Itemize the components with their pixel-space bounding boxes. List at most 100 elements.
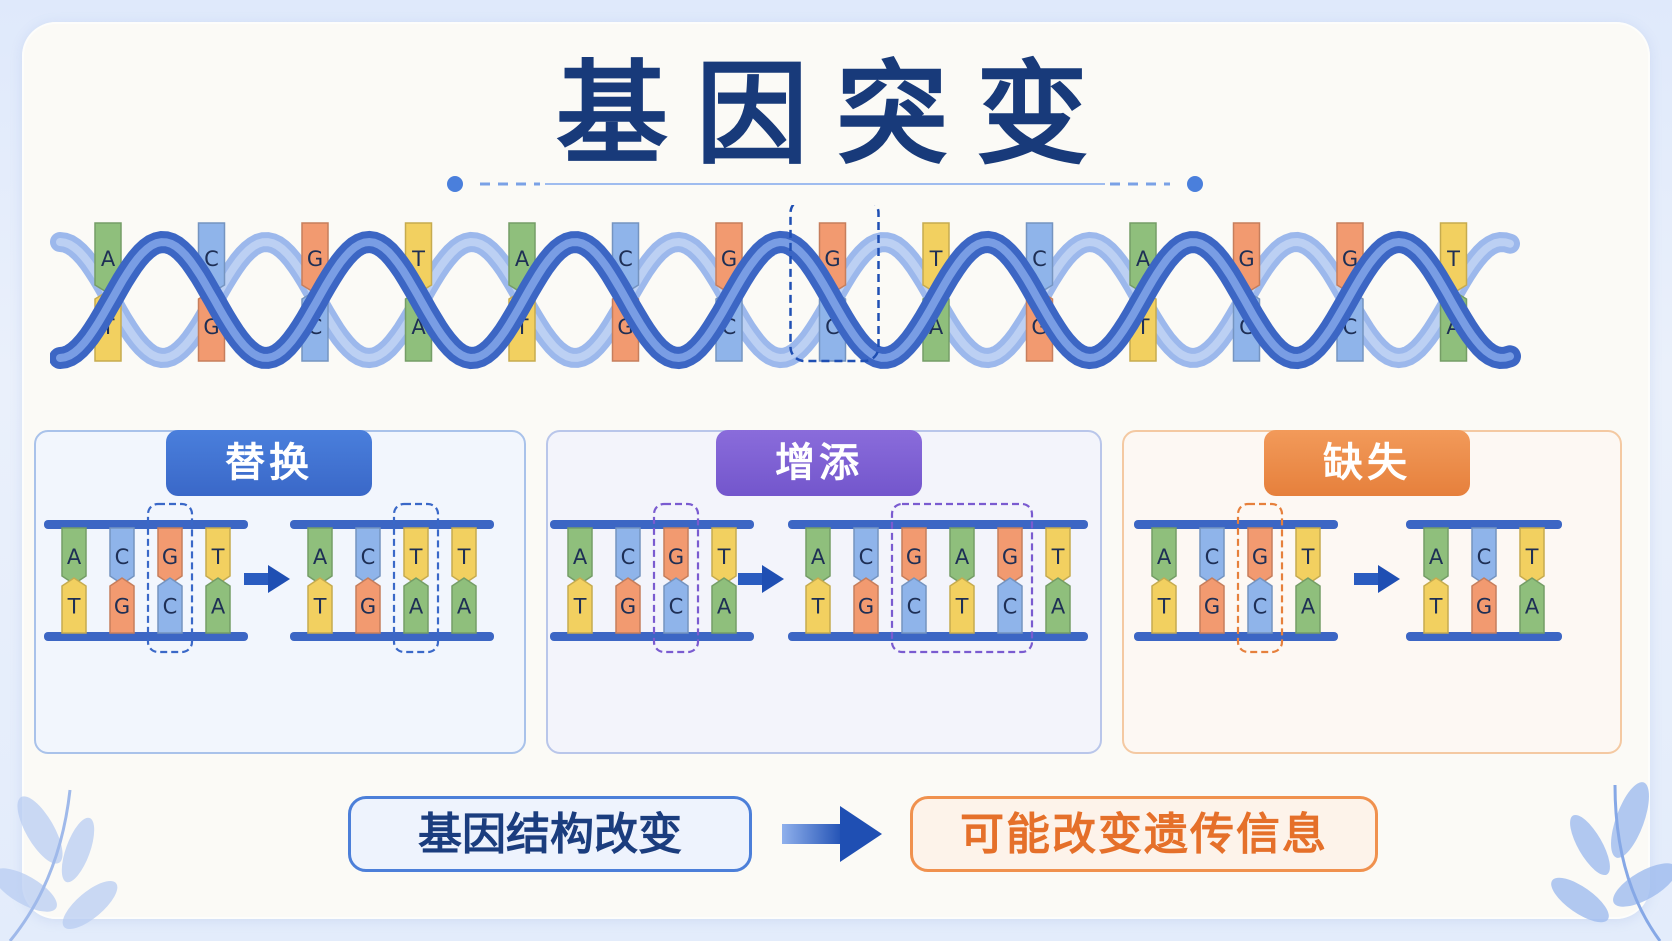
- base-bottom-letter: A: [409, 595, 424, 619]
- base-bottom-letter: T: [1429, 595, 1443, 619]
- backbone-top: [550, 520, 754, 529]
- base-bottom-block: [853, 577, 879, 634]
- base-bottom-block: [1045, 577, 1071, 634]
- cause-box: 基因结构改变: [348, 796, 752, 872]
- base-bottom-letter: A: [457, 595, 472, 619]
- base-top-letter: C: [621, 545, 636, 569]
- base-pair: GC: [663, 527, 689, 634]
- base-top-block: [901, 527, 927, 585]
- base-bottom-block: [1519, 577, 1545, 634]
- base-top-block: [1519, 527, 1545, 585]
- leaf-decoration-left: [0, 789, 118, 941]
- base-top-letter: A: [1429, 545, 1444, 569]
- backbone-bottom: [788, 632, 1088, 641]
- base-pair: TA: [1045, 527, 1071, 634]
- backbone-bottom: [550, 632, 754, 641]
- panel-label: 增添: [716, 430, 922, 496]
- base-bottom-block: [157, 577, 183, 634]
- base-top-letter: T: [1051, 545, 1065, 569]
- backbone-bottom: [290, 632, 494, 641]
- base-top-letter: A: [1157, 545, 1172, 569]
- arrow-right-icon: [738, 565, 784, 593]
- arrow-right-icon: [244, 565, 290, 593]
- base-pair: TA: [711, 527, 737, 634]
- base-bottom-letter: T: [1157, 595, 1171, 619]
- base-bottom-block: [307, 577, 333, 634]
- leaf-decoration-right: [1551, 782, 1672, 941]
- base-bottom-letter: C: [1253, 595, 1268, 619]
- base-pair: GC: [901, 527, 927, 634]
- base-bottom-block: [61, 577, 87, 634]
- base-bottom-block: [1295, 577, 1321, 634]
- base-pair: CG: [1471, 527, 1497, 634]
- helix-base-top-letter: G: [824, 247, 840, 271]
- base-top-letter: C: [1477, 545, 1492, 569]
- base-top-block: [949, 527, 975, 585]
- base-top-block: [451, 527, 477, 585]
- panel-label: 缺失: [1264, 430, 1470, 496]
- base-bottom-letter: T: [573, 595, 587, 619]
- base-pair: CG: [109, 527, 135, 634]
- base-top-block: [109, 527, 135, 585]
- base-top-block: [711, 527, 737, 585]
- base-bottom-letter: G: [114, 595, 130, 619]
- mutation-highlight-box: [789, 205, 880, 363]
- base-top-letter: A: [67, 545, 82, 569]
- base-top-letter: C: [859, 545, 874, 569]
- base-pair: AT: [567, 527, 593, 634]
- base-top-letter: T: [1525, 545, 1539, 569]
- base-bottom-block: [1247, 577, 1273, 634]
- backbone-top: [1406, 520, 1562, 529]
- base-bottom-letter: G: [620, 595, 636, 619]
- base-pair: TA: [1295, 527, 1321, 634]
- base-top-block: [1471, 527, 1497, 585]
- base-bottom-block: [109, 577, 135, 634]
- base-top-letter: T: [717, 545, 731, 569]
- backbone-top: [788, 520, 1088, 529]
- base-top-block: [205, 527, 231, 585]
- backbone-top: [1134, 520, 1338, 529]
- base-pair: AT: [805, 527, 831, 634]
- helix-base-top-letter: G: [1342, 247, 1358, 271]
- base-pair: CG: [1199, 527, 1225, 634]
- base-bottom-block: [711, 577, 737, 634]
- base-top-letter: C: [115, 545, 130, 569]
- base-bottom-letter: C: [669, 595, 684, 619]
- base-top-letter: T: [457, 545, 471, 569]
- title-divider: [447, 176, 1203, 192]
- backbone-top: [44, 520, 248, 529]
- base-top-letter: G: [668, 545, 684, 569]
- base-bottom-block: [205, 577, 231, 634]
- base-top-block: [1423, 527, 1449, 585]
- base-bottom-letter: G: [1204, 595, 1220, 619]
- base-top-block: [1199, 527, 1225, 585]
- base-bottom-letter: A: [1301, 595, 1316, 619]
- helix-base-top-letter: G: [307, 247, 323, 271]
- base-pair: TA: [403, 527, 429, 634]
- base-bottom-letter: G: [360, 595, 376, 619]
- base-bottom-block: [997, 577, 1023, 634]
- base-top-block: [1295, 527, 1321, 585]
- base-bottom-block: [949, 577, 975, 634]
- base-bottom-letter: A: [717, 595, 732, 619]
- base-pair: GC: [997, 527, 1023, 634]
- helix-base-top-letter: A: [1136, 247, 1151, 271]
- effect-box: 可能改变遗传信息: [910, 796, 1378, 872]
- base-bottom-letter: T: [955, 595, 969, 619]
- base-top-letter: G: [1002, 545, 1018, 569]
- base-top-letter: G: [162, 545, 178, 569]
- base-top-letter: C: [1205, 545, 1220, 569]
- base-pair: GC: [1247, 527, 1273, 634]
- base-pair: AT: [949, 527, 975, 634]
- base-top-block: [997, 527, 1023, 585]
- base-top-letter: A: [955, 545, 970, 569]
